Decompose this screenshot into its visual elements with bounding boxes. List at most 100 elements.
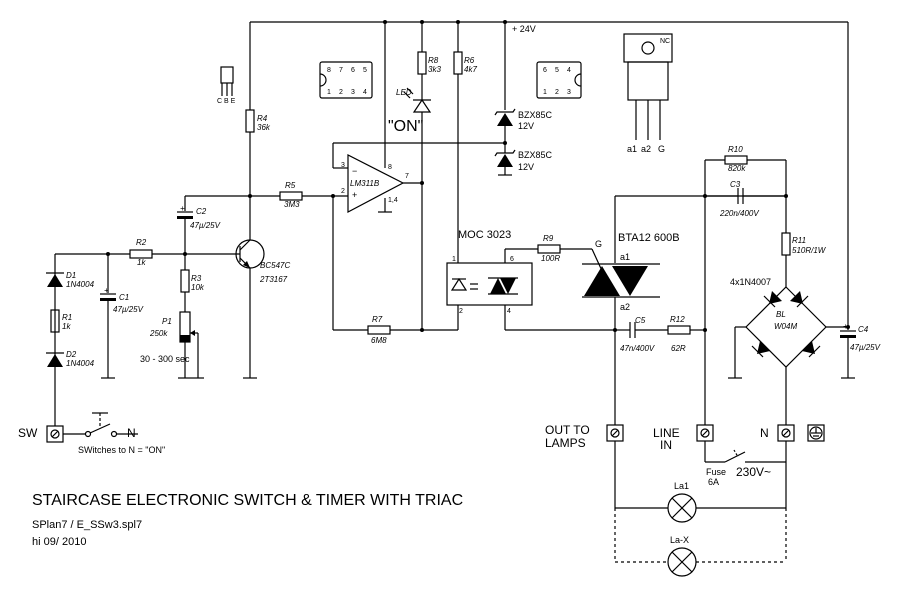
r7-ref: R7 bbox=[372, 315, 383, 324]
opto-pin-2: 2 bbox=[459, 308, 463, 315]
resistor-r1 bbox=[50, 309, 60, 333]
led-ref: LED bbox=[396, 88, 412, 97]
fuse-switch-icon bbox=[724, 449, 746, 463]
line-in-label-1: LINE bbox=[653, 426, 680, 440]
optional-lamp-wiring bbox=[614, 508, 787, 563]
zener-z2 bbox=[494, 149, 516, 167]
diode-d2 bbox=[46, 352, 64, 367]
pin-3: 3 bbox=[341, 162, 345, 169]
pkg-nc: NC bbox=[660, 38, 670, 45]
svg-text:+: + bbox=[843, 322, 848, 331]
la1-ref: La1 bbox=[674, 481, 689, 491]
r11-ref: R11 bbox=[792, 236, 806, 245]
resistor-r3 bbox=[180, 269, 190, 293]
d1-ref: D1 bbox=[66, 271, 76, 280]
dip6-package-icon bbox=[536, 61, 582, 99]
terminal-n bbox=[777, 424, 795, 442]
bridge-type: W04M bbox=[774, 322, 797, 331]
svg-text:+: + bbox=[352, 190, 357, 200]
bridge-count: 4x1N4007 bbox=[730, 277, 771, 287]
svg-text:4: 4 bbox=[567, 67, 571, 74]
pin-14: 1,4 bbox=[388, 197, 398, 204]
svg-text:2: 2 bbox=[339, 89, 343, 96]
r3-value: 10k bbox=[191, 283, 205, 292]
svg-text:4: 4 bbox=[363, 89, 367, 96]
ic1-type: LM311B bbox=[350, 179, 380, 188]
lamp-lax-icon bbox=[667, 547, 697, 577]
r8-ref: R8 bbox=[428, 56, 439, 65]
r9-value: 100R bbox=[541, 254, 560, 263]
resistor-r12 bbox=[667, 325, 691, 335]
bridge-ref: BL bbox=[776, 310, 786, 319]
out-lamps-label-1: OUT TO bbox=[545, 423, 590, 437]
c5-ref: C5 bbox=[635, 316, 646, 325]
optocoupler bbox=[446, 262, 533, 306]
d1-value: 1N4004 bbox=[66, 280, 95, 289]
r6-ref: R6 bbox=[464, 56, 475, 65]
terminal-sw-label: SW bbox=[18, 426, 38, 440]
svg-text:1: 1 bbox=[327, 89, 331, 96]
r1-ref: R1 bbox=[62, 313, 72, 322]
supply-rail bbox=[250, 21, 849, 330]
opto-pin-4: 4 bbox=[507, 308, 511, 315]
c4-ref: C4 bbox=[858, 325, 869, 334]
triac-g-label: G bbox=[595, 239, 602, 249]
pin-7: 7 bbox=[405, 173, 409, 180]
switch-contact bbox=[63, 412, 138, 438]
bridge-rectifier bbox=[745, 286, 827, 368]
svg-text:8: 8 bbox=[327, 67, 331, 74]
z1-value: BZX85C bbox=[518, 110, 553, 120]
resistor-r10 bbox=[724, 155, 748, 165]
file-info: SPlan7 / E_SSw3.spl7 bbox=[32, 519, 142, 531]
zener-z1 bbox=[494, 108, 516, 126]
lamp-la1-icon bbox=[667, 493, 697, 523]
pkg-a1: a1 bbox=[627, 144, 637, 154]
svg-text:+: + bbox=[180, 204, 185, 213]
svg-text:6: 6 bbox=[351, 67, 355, 74]
z2-value: BZX85C bbox=[518, 150, 553, 160]
r1-value: 1k bbox=[62, 322, 71, 331]
svg-text:6: 6 bbox=[543, 67, 547, 74]
pkg-g: G bbox=[658, 144, 665, 154]
resistor-r7 bbox=[367, 325, 391, 335]
resistor-r9 bbox=[537, 244, 561, 254]
r8-value: 3k3 bbox=[428, 65, 441, 74]
resistor-r5 bbox=[279, 191, 303, 201]
opto-pin-6: 6 bbox=[510, 256, 514, 263]
r3-ref: R3 bbox=[191, 274, 202, 283]
to92-package-icon bbox=[220, 66, 234, 96]
dip8-package-icon bbox=[319, 61, 373, 99]
terminal-sw bbox=[46, 425, 64, 443]
r6-value: 4k7 bbox=[464, 65, 477, 74]
r7-value: 6M8 bbox=[371, 336, 387, 345]
c5-value: 47n/400V bbox=[620, 344, 655, 353]
sw-note: SWitches to N = "ON" bbox=[78, 445, 165, 455]
n-mains-label: N bbox=[760, 426, 769, 440]
resistor-r8 bbox=[417, 51, 427, 75]
out-lamps-label-2: LAMPS bbox=[545, 436, 586, 450]
p1-value: 250k bbox=[149, 329, 168, 338]
r4-value: 36k bbox=[257, 123, 271, 132]
cbe-label: C B E bbox=[217, 98, 236, 105]
opto-type: MOC 3023 bbox=[458, 229, 511, 241]
c4-value: 47µ/25V bbox=[850, 343, 881, 352]
r4-ref: R4 bbox=[257, 114, 268, 123]
t1-type: BC547C bbox=[260, 261, 290, 270]
diode-d1 bbox=[46, 272, 64, 287]
r9-ref: R9 bbox=[543, 234, 554, 243]
led-on-label: "ON" bbox=[388, 118, 423, 135]
c1-value: 47µ/25V bbox=[113, 305, 144, 314]
c2-ref: C2 bbox=[196, 207, 207, 216]
svg-text:−: − bbox=[352, 166, 357, 176]
comparator-ic1 bbox=[347, 154, 405, 213]
pkg-a2: a2 bbox=[641, 144, 651, 154]
resistor-r2 bbox=[129, 249, 153, 259]
r5-value: 3M3 bbox=[284, 200, 300, 209]
fuse-ref: Fuse bbox=[706, 467, 726, 477]
terminal-line-in bbox=[696, 424, 714, 442]
pin-2: 2 bbox=[341, 188, 345, 195]
r10-ref: R10 bbox=[728, 145, 743, 154]
z2-voltage: 12V bbox=[518, 162, 534, 172]
triac-a1: a1 bbox=[620, 252, 630, 262]
